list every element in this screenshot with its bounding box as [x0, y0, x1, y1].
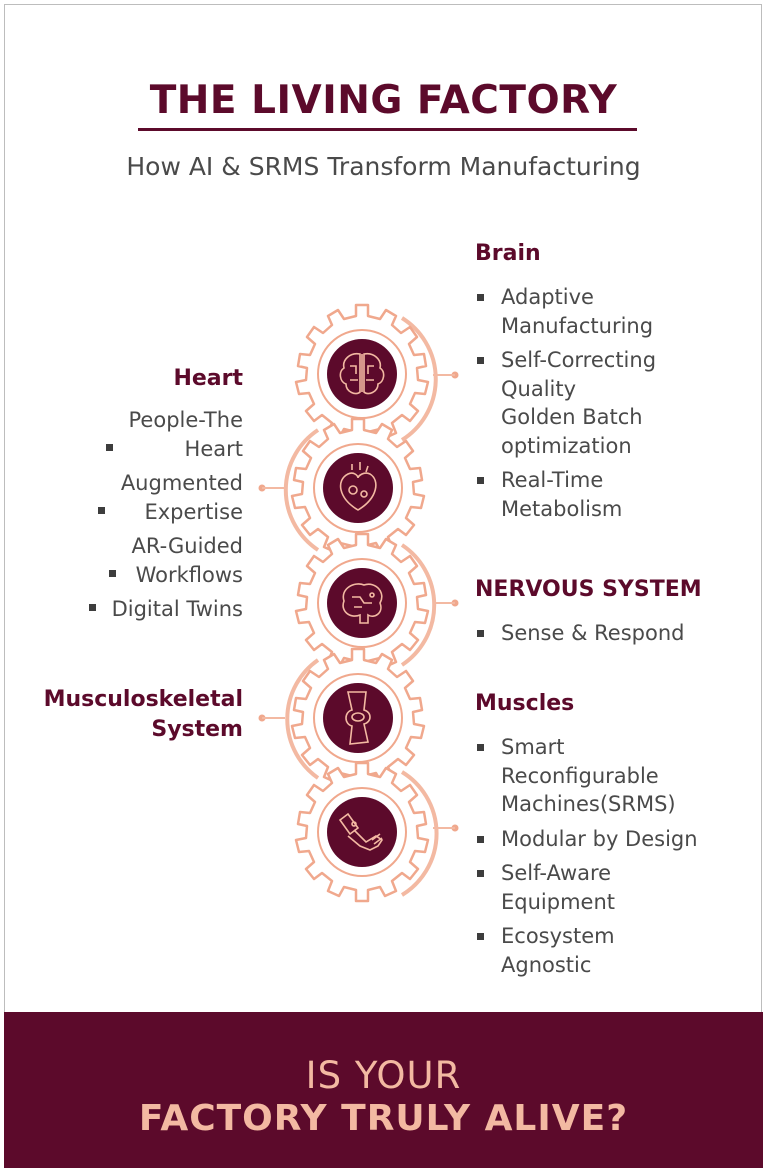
arc-muscles — [400, 770, 439, 897]
heart-list: People-The Heart Augmented Expertise AR-… — [43, 406, 243, 630]
bullet-icon — [88, 604, 96, 611]
gear-muscles — [294, 761, 430, 903]
neural-brain-icon — [342, 583, 383, 624]
list-item: Real-Time Metabolism — [475, 466, 755, 523]
knee-joint-icon — [345, 691, 371, 745]
muscles-heading: Muscles — [475, 691, 575, 716]
list-item: Modular by Design — [475, 825, 755, 854]
heart-heading: Heart — [173, 366, 243, 391]
arc-nervous — [400, 543, 437, 667]
gear-nervous — [294, 532, 430, 674]
robotic-arm-icon — [338, 812, 384, 851]
page-title: THE LIVING FACTORY — [149, 78, 618, 123]
list-item: Smart Reconfigurable Machines(SRMS) — [475, 733, 755, 819]
banner-line-1: IS YOUR — [305, 1054, 462, 1097]
list-item: People-The Heart — [43, 406, 243, 463]
heart-gears-icon — [339, 462, 377, 511]
list-item: Digital Twins — [43, 595, 243, 624]
gear-heart — [290, 417, 426, 559]
page-subtitle: How AI & SRMS Transform Manufacturing — [126, 152, 641, 181]
bullet-icon — [108, 569, 116, 577]
list-item: Self-Aware Equipment — [475, 859, 755, 916]
list-item: Sense & Respond — [475, 619, 755, 648]
musculoskeletal-heading: Musculoskeletal System — [43, 687, 243, 742]
gear-brain — [294, 303, 430, 445]
list-item: Self-Correcting Quality Golden Batch opt… — [475, 346, 755, 460]
gear-musculoskeletal — [290, 647, 426, 789]
banner-line-2: FACTORY TRULY ALIVE? — [138, 1098, 629, 1139]
cta-banner: IS YOUR FACTORY TRULY ALIVE? — [4, 1012, 763, 1168]
list-item: Augmented Expertise — [43, 469, 243, 526]
title-underline — [138, 128, 637, 131]
bullet-icon — [97, 506, 105, 514]
arc-heart — [283, 428, 320, 552]
muscles-list: Smart Reconfigurable Machines(SRMS) Modu… — [475, 733, 755, 985]
list-item: Ecosystem Agnostic — [475, 922, 755, 979]
brain-list: Adaptive Manufacturing Self-Correcting Q… — [475, 283, 755, 529]
list-item: AR-Guided Workflows — [43, 532, 243, 589]
nervous-system-heading: NERVOUS SYSTEM — [475, 577, 702, 602]
nervous-system-list: Sense & Respond — [475, 619, 755, 654]
list-item: Adaptive Manufacturing — [475, 283, 755, 340]
arc-musculoskeletal — [285, 658, 320, 780]
brain-heading: Brain — [475, 241, 541, 266]
arc-brain — [400, 316, 438, 442]
gear-chain-diagram — [258, 303, 459, 903]
brain-circuit-icon — [339, 352, 385, 395]
bullet-icon — [105, 443, 113, 451]
